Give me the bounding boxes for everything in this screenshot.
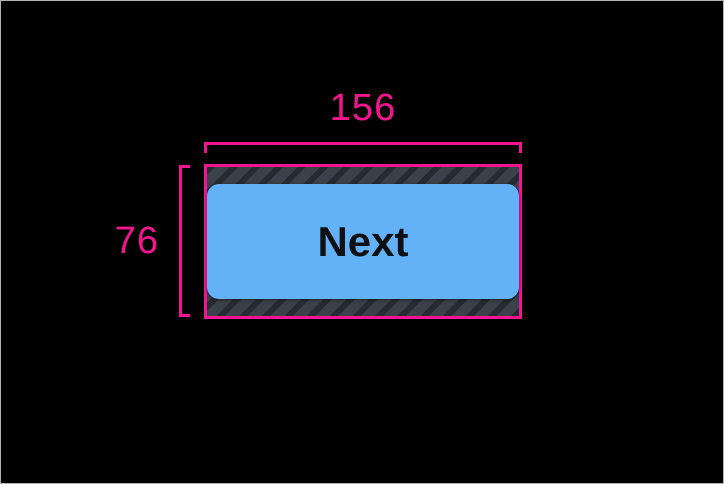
- width-dimension-label: 156: [329, 87, 397, 129]
- next-button[interactable]: Next: [207, 184, 519, 299]
- width-measure-bracket: [204, 142, 522, 153]
- height-measure-bracket: [179, 165, 190, 317]
- height-dimension-label: 76: [114, 220, 159, 262]
- touch-target-bounds: Next: [204, 164, 522, 319]
